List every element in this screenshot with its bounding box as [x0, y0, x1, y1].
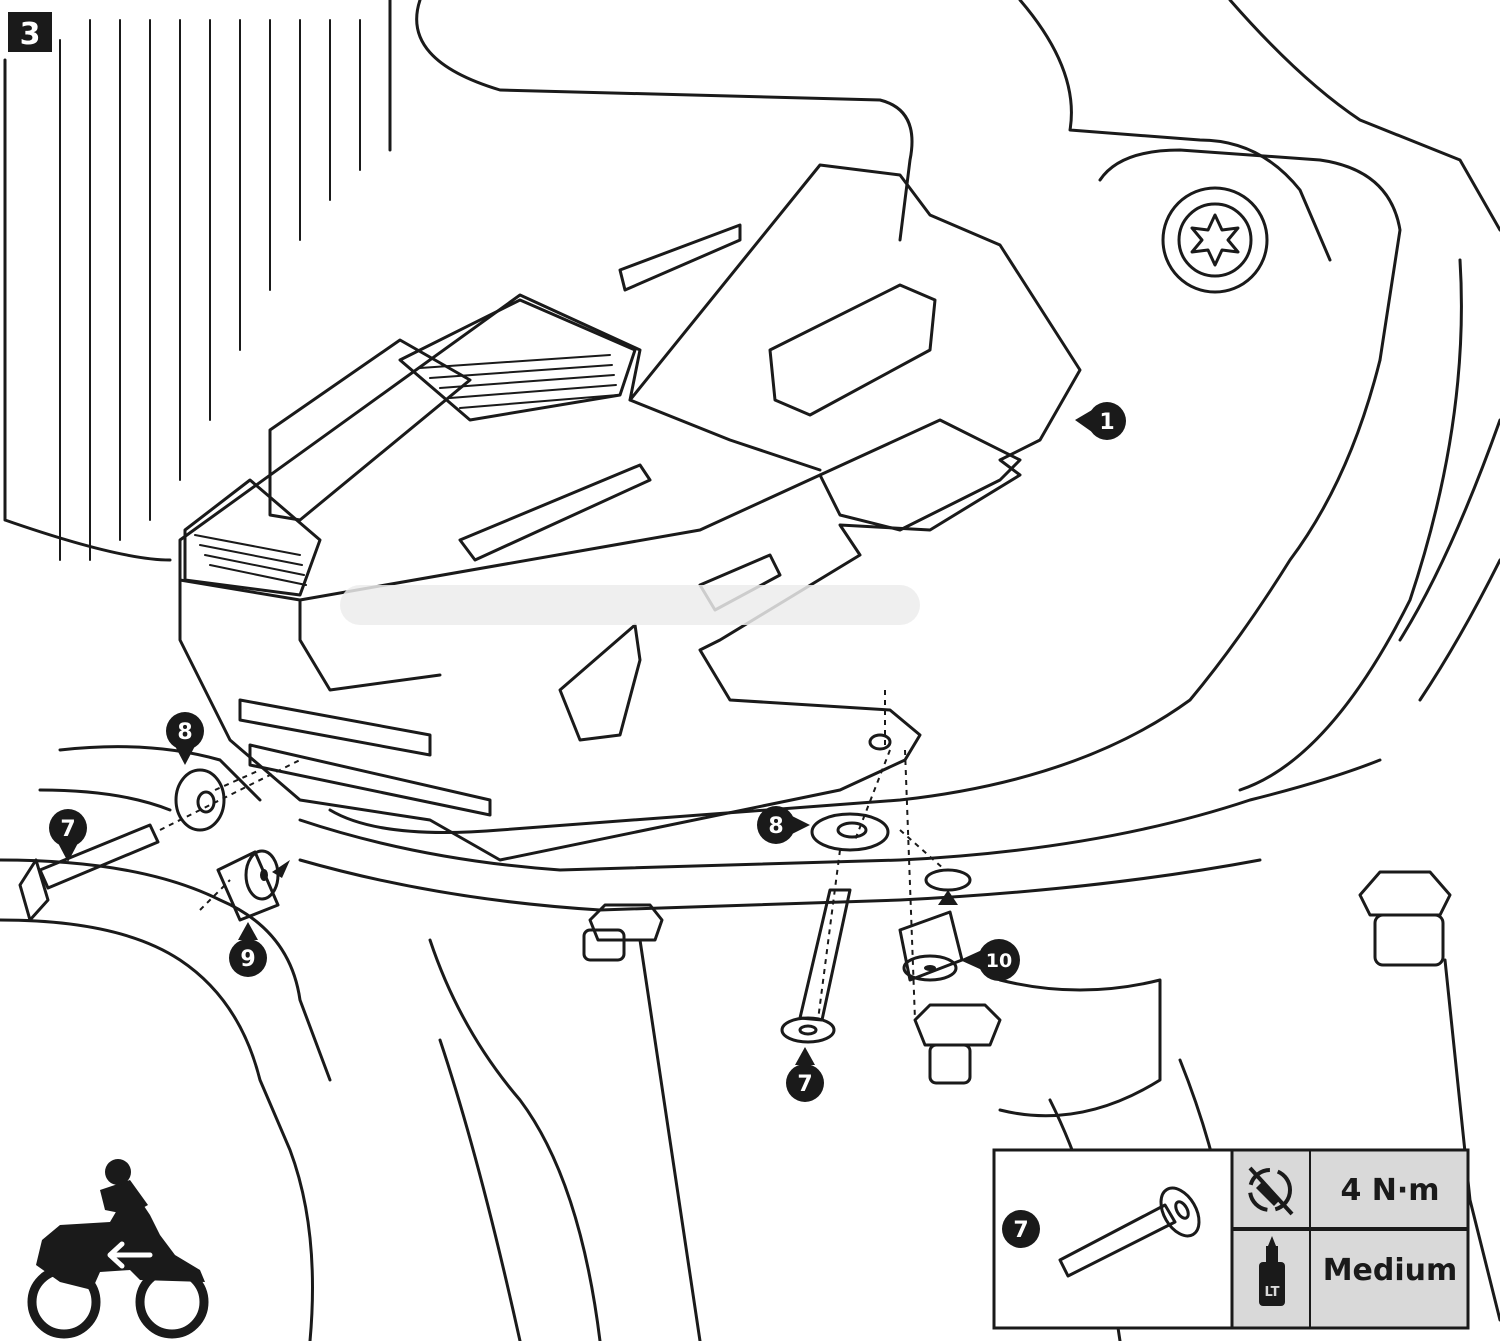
spec-box: 7 4 N·m LT Medium [992, 1148, 1470, 1330]
callout-10: 10 [960, 939, 1020, 981]
frame-nut [1358, 870, 1500, 1322]
torx-bolt [1161, 186, 1269, 294]
spacer [216, 849, 280, 922]
callout-1-label: 1 [1099, 410, 1114, 435]
threadlock-value: Medium [1323, 1253, 1458, 1288]
spec-part-callout: 7 [1002, 1210, 1040, 1248]
hex-nut-mid [582, 903, 664, 962]
callout-7-right: 7 [786, 1047, 824, 1102]
ribbed-panel-lower [183, 478, 322, 597]
spacer-right [898, 868, 972, 982]
hex-nut-lower [913, 1003, 1002, 1085]
blurred-watermark [340, 585, 920, 625]
callout-8-right-label: 8 [768, 814, 783, 839]
callout-8-right: 8 [757, 806, 810, 844]
callout-9: 9 [229, 922, 267, 977]
callout-10-label: 10 [986, 950, 1012, 972]
callout-7-left: 7 [49, 809, 87, 862]
spec-screw-drawing [1058, 1186, 1201, 1278]
rubber-washer-right [810, 812, 890, 852]
step-number: 3 [20, 17, 41, 52]
screw-right [780, 888, 852, 1044]
screw-left [18, 823, 160, 922]
callout-7-left-label: 7 [60, 817, 75, 842]
torque-wrench-icon [1248, 1166, 1294, 1216]
callout-1: 1 [1075, 402, 1126, 440]
callout-9-label: 9 [240, 947, 255, 972]
callout-8-left-label: 8 [177, 720, 192, 745]
step-number-badge: 3 [8, 12, 52, 52]
callout-7-right-label: 7 [797, 1072, 812, 1097]
torque-value: 4 N·m [1340, 1173, 1439, 1208]
ribbed-panel-upper [398, 298, 637, 422]
skid-plate [178, 163, 1082, 862]
threadlocker-bottle-icon: LT [1259, 1236, 1285, 1306]
spec-part-label: 7 [1013, 1218, 1028, 1243]
callout-8-left: 8 [166, 712, 204, 765]
motorcycle-rider-icon [27, 1159, 209, 1339]
radiator [3, 0, 392, 562]
rubber-washer-left [174, 768, 226, 832]
bottle-label: LT [1265, 1285, 1280, 1300]
